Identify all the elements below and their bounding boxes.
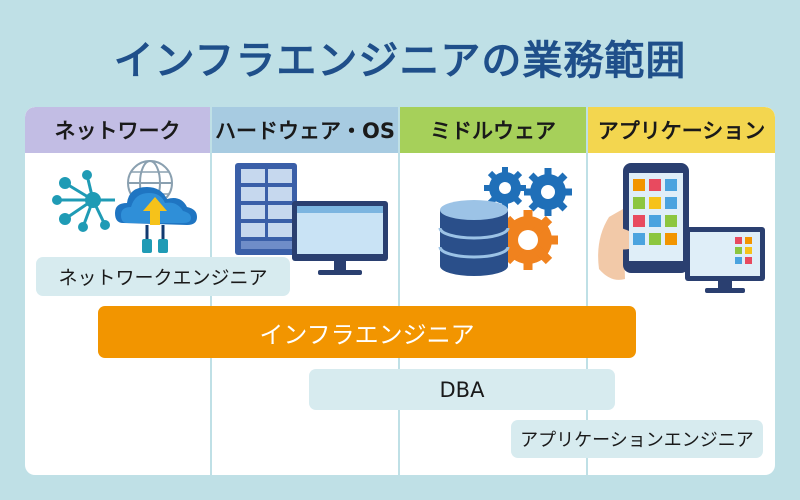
infra-engineer-bar: インフラエンジニア <box>98 306 636 358</box>
scope-diagram: ネットワーク ハードウェア・OS ミドルウェア アプリケーション <box>25 107 775 475</box>
column-header-hardware-os: ハードウェア・OS <box>212 107 398 153</box>
page-title: インフラエンジニアの業務範囲 <box>113 38 687 84</box>
dba-bar: DBA <box>309 369 615 410</box>
app-engineer-bar: アプリケーションエンジニア <box>511 420 763 458</box>
column-header-application: アプリケーション <box>588 107 775 153</box>
network-engineer-bar: ネットワークエンジニア <box>36 257 290 296</box>
smartphone-monitor-icon <box>598 163 765 293</box>
network-cloud-icon <box>52 160 197 253</box>
column-header-middleware: ミドルウェア <box>400 107 586 153</box>
database-gears-icon <box>438 167 572 276</box>
column-header-network: ネットワーク <box>25 107 210 153</box>
column-divider <box>586 107 588 475</box>
server-monitor-icon <box>235 163 388 275</box>
column-divider <box>398 107 400 475</box>
